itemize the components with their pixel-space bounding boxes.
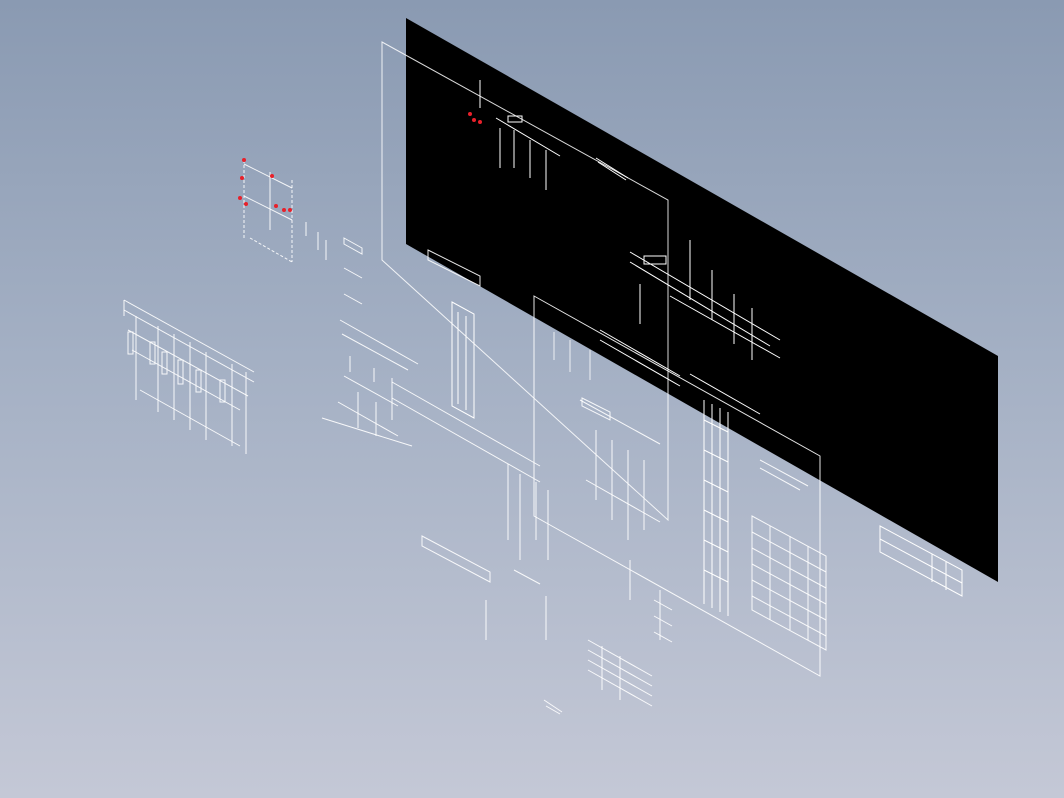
sheet-frame-large[interactable] xyxy=(381,41,669,522)
schematic-on-black-sheet-2[interactable] xyxy=(599,240,781,415)
schematic-panel-left[interactable] xyxy=(123,299,255,454)
schematic-front-sheet[interactable] xyxy=(579,397,673,643)
schematic-on-black-sheet-1[interactable] xyxy=(479,80,629,190)
vertical-rail-element[interactable] xyxy=(451,301,475,419)
black-drawing-sheet[interactable] xyxy=(406,18,998,582)
red-highlight-markers xyxy=(238,112,482,212)
schematic-cluster-upper-left[interactable] xyxy=(243,160,363,305)
terminal-strip-column[interactable] xyxy=(703,400,729,616)
component-cluster-lower[interactable] xyxy=(421,464,653,715)
title-block-detached[interactable] xyxy=(879,525,963,597)
parts-table-grid[interactable] xyxy=(751,459,827,651)
schematic-cluster-middle[interactable] xyxy=(321,319,541,483)
title-block-outline xyxy=(427,249,481,287)
sheet-frame-front[interactable] xyxy=(533,295,821,677)
